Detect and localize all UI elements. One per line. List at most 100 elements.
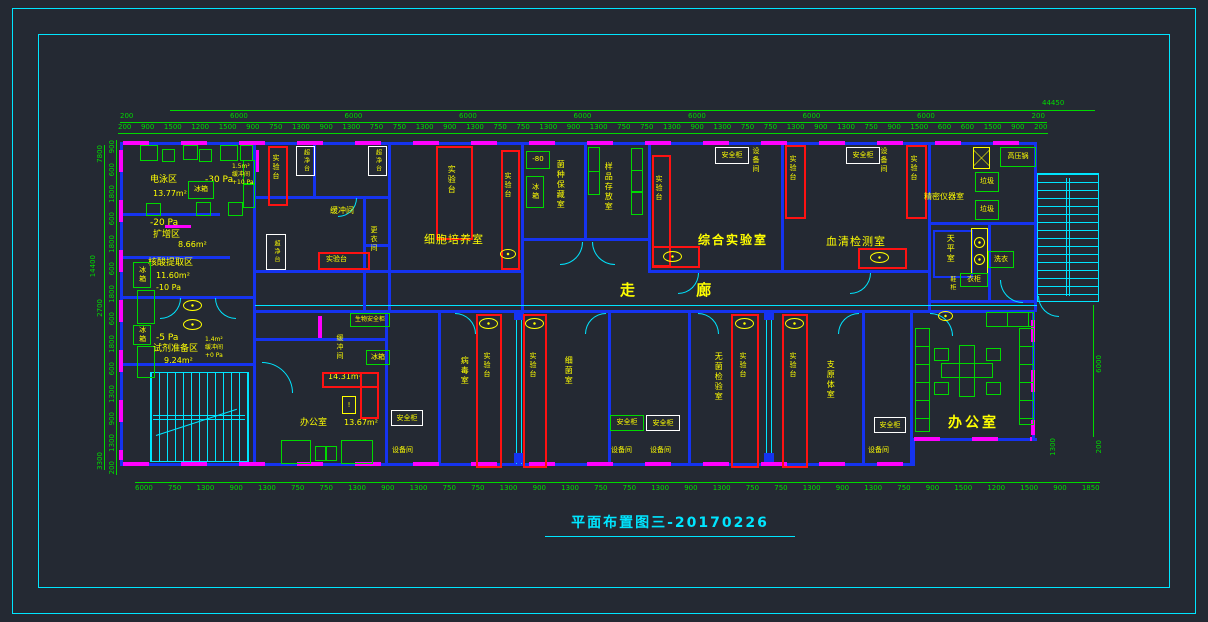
room-label-precision: 精密仪器室: [924, 192, 964, 201]
dim-value: 1500: [1020, 484, 1039, 492]
dim-value: 900: [925, 484, 940, 492]
wall-corridor-north-east: [650, 270, 931, 273]
dim-value: 3300: [96, 452, 104, 470]
equipment-box: [162, 149, 175, 162]
dim-value: 750: [740, 123, 755, 131]
dim-value: 600: [937, 123, 952, 131]
partition-cap: [514, 453, 524, 463]
partition-cap: [764, 453, 774, 463]
room-label-serum: 血清检测室: [826, 235, 886, 248]
buffer-b-area: 1.5m²: [232, 163, 250, 170]
wall-roomA-h: [255, 196, 391, 199]
wall-suite-h1: [120, 213, 220, 216]
dim-value: 900: [814, 123, 828, 131]
wall-connector: [912, 438, 915, 466]
pressure-label: -20 Pa: [150, 218, 179, 228]
wall-office-north: [912, 310, 1035, 313]
dimension-line: [135, 482, 1100, 483]
equipment-box: [240, 145, 253, 161]
sink-symbol: [870, 252, 889, 263]
sink-symbol: [785, 318, 804, 329]
dim-value: 1500: [983, 123, 1002, 131]
safety-cabinet-box: 安全柜: [391, 410, 423, 426]
dim-value: 1300: [539, 123, 558, 131]
pressure-label: -10 Pa: [156, 283, 181, 292]
dim-value: 6000: [573, 112, 592, 120]
wall-suite-h2: [120, 256, 230, 259]
lab-bench: [782, 314, 808, 468]
sink-symbol: [525, 318, 544, 329]
fridge-box: 冰箱: [366, 350, 390, 365]
dim-value: 900: [319, 123, 333, 131]
bench-label: 实验台: [504, 172, 513, 199]
bench-label: 实验台: [789, 352, 798, 379]
partition-cap: [764, 310, 774, 320]
clean-bench-box: 超净台: [296, 146, 315, 176]
dim-value: 750: [745, 484, 760, 492]
dim-value: 1500: [954, 484, 973, 492]
dim-value: 6000: [230, 112, 248, 120]
dim-value: 1300: [837, 123, 855, 131]
wall-suite-h4: [120, 363, 256, 366]
autoclave-symbol-box: [973, 147, 990, 169]
alert-box: !: [342, 396, 356, 414]
dim-value: 200: [1031, 112, 1045, 120]
dim-value: 750: [392, 123, 407, 131]
glass-partition: [771, 312, 772, 464]
equipment-box: [220, 145, 238, 161]
dim-value: 600: [108, 212, 116, 226]
balance-bench: [933, 230, 973, 278]
wall-utility-south: [930, 300, 1037, 303]
stool: [315, 446, 326, 461]
dim-value: 1200: [987, 484, 1006, 492]
bench-label: 实验台: [272, 154, 281, 181]
lab-bench: [360, 372, 379, 419]
area-label: 13.77m²: [153, 189, 187, 198]
wall-balance-north: [930, 222, 1037, 225]
lab-bench: [436, 146, 473, 240]
lab-bench: [268, 146, 288, 206]
dim-value: 1300: [589, 123, 608, 131]
clean-bench-box: 超净台: [368, 146, 387, 176]
bench-label: 实验台: [483, 352, 492, 379]
equipment-room-label: 设备间: [868, 446, 889, 454]
shelf-box: [588, 147, 600, 172]
dim-value: 200: [108, 461, 116, 475]
dimension-line: [120, 122, 1047, 123]
window-interior-h: [165, 225, 203, 228]
office-desk: [959, 345, 975, 397]
room-label-comprehensive: 综合实验室: [698, 233, 769, 247]
lab-bench: [476, 314, 502, 468]
dim-value: 1300: [292, 123, 310, 131]
wall-office-west: [910, 312, 913, 466]
bench-label: 实验台: [447, 165, 457, 195]
trash-box: 垃圾: [975, 172, 999, 192]
sink-column-box: [971, 228, 988, 274]
room-label-electrophoresis: 电泳区: [150, 175, 178, 185]
dim-value: 6000: [688, 112, 706, 120]
sink-symbol: [974, 237, 985, 248]
drawing-title: 平面布置图三-20170226: [545, 512, 795, 537]
glass-partition: [521, 312, 522, 464]
wall-pcr-suite-east: [253, 142, 256, 466]
wall-roomA-east: [388, 142, 391, 312]
trash-box: 垃圾: [975, 200, 999, 220]
dim-value: 1300: [663, 123, 681, 131]
equipment-room-label: 设备间: [611, 446, 632, 454]
dim-value: 750: [640, 123, 654, 131]
lab-bench: [858, 248, 907, 269]
wall-serum-east: [928, 142, 931, 312]
fridge-box: 冰箱: [133, 325, 151, 345]
buffer-b-pressure: +10 Pa: [232, 179, 254, 186]
dim-value: 1300: [802, 484, 821, 492]
dim-value: 600: [108, 162, 116, 177]
sink-symbol: [183, 300, 202, 311]
corridor-guide-line: [255, 305, 1037, 306]
dim-value: 900: [532, 484, 546, 492]
cabinet-box: [137, 346, 155, 378]
dim-value: 750: [167, 484, 182, 492]
dim-value: 750: [471, 484, 485, 492]
wall-corridor-north-west: [255, 270, 523, 273]
dim-value: 1300: [651, 484, 670, 492]
